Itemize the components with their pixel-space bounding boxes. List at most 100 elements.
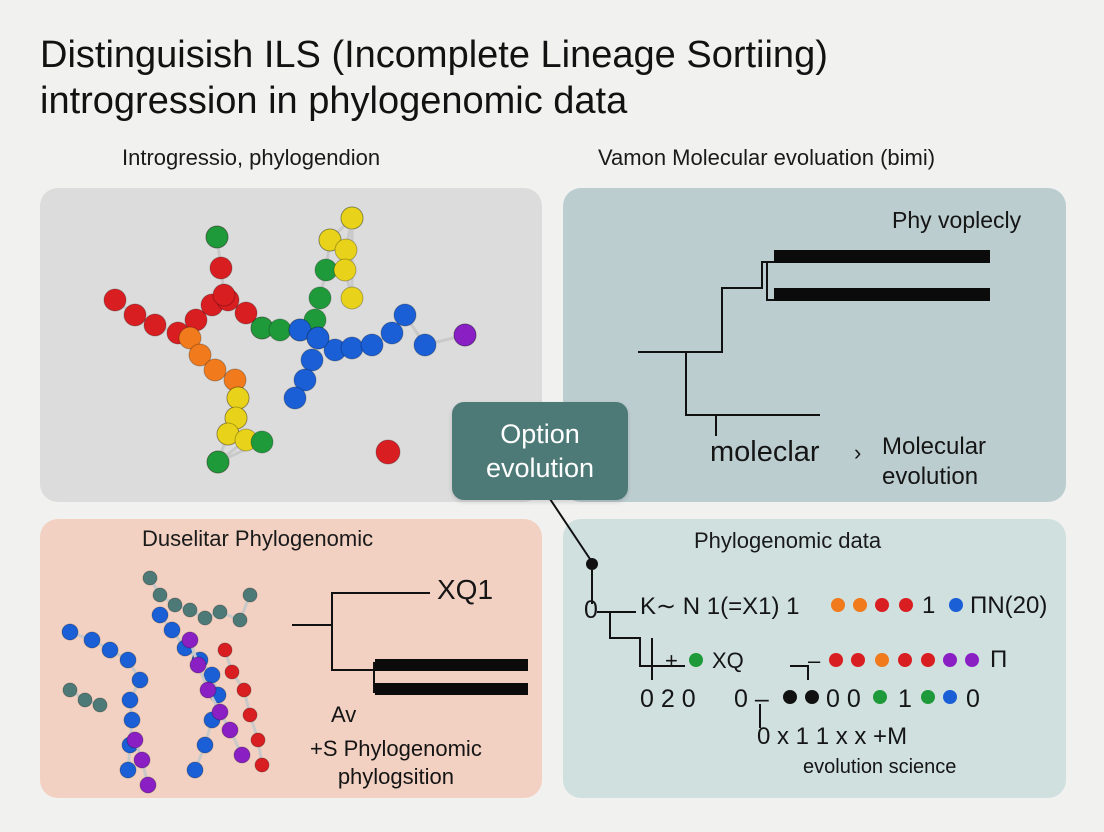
data-row-4: 0 x 1 1 x x +M — [757, 723, 908, 750]
atom — [226, 386, 250, 410]
atom — [233, 746, 251, 764]
caption-line-2: phylogsition — [337, 764, 454, 789]
atom — [139, 776, 157, 794]
atom — [188, 343, 212, 367]
atom — [205, 225, 229, 249]
data-dot — [899, 598, 913, 612]
atom — [340, 286, 364, 310]
option-evolution-box: Option evolution — [452, 402, 628, 500]
atom — [453, 323, 477, 347]
branch-bar-1 — [774, 250, 990, 263]
heading-phylogenomic-data: Phylogenomic data — [694, 528, 882, 553]
atom — [340, 336, 364, 360]
data-dot — [943, 653, 957, 667]
phylogenomic-caption: +S Phylogenomic phylogsition — [310, 735, 482, 791]
atom — [413, 333, 437, 357]
heading-introgression: Introgressio, phylogendion — [122, 145, 381, 170]
atom — [61, 623, 79, 641]
heading-duselitar: Duselitar Phylogenomic — [142, 526, 374, 551]
atom — [242, 707, 258, 723]
molecule-model — [103, 206, 477, 474]
title-line-1: Distinguisish ILS (Incomplete Lineage So… — [40, 34, 828, 76]
data-row-3-mid: 0 – — [734, 685, 769, 713]
data-dot — [875, 598, 889, 612]
atom — [211, 703, 229, 721]
data-row-2-xq: XQ — [712, 648, 744, 673]
atom — [268, 318, 292, 342]
atom — [293, 368, 317, 392]
data-row-1: K∼ N 1(=X1) 1 — [640, 593, 800, 620]
atom — [334, 238, 358, 262]
atom — [199, 681, 217, 699]
atom — [206, 450, 230, 474]
molecule-model-2 — [61, 570, 270, 794]
data-row-3-zero: 0 — [966, 685, 980, 713]
atom — [308, 286, 332, 310]
atom — [224, 664, 240, 680]
atom — [250, 430, 274, 454]
data-row-2-minus: – — [808, 648, 821, 673]
data-dots — [689, 598, 979, 704]
atom — [181, 631, 199, 649]
atom — [375, 439, 401, 465]
atom — [131, 671, 149, 689]
evolution-science-caption: evolution science — [803, 756, 957, 778]
atom — [196, 736, 214, 754]
title-line-2: introgression in phylogenomic data — [40, 80, 628, 122]
atom — [360, 333, 384, 357]
atom — [152, 587, 168, 603]
branch-bar-2 — [774, 288, 990, 301]
option-line-2: evolution — [485, 453, 595, 483]
atom — [209, 256, 233, 280]
caption-line-1: +S Phylogenomic — [310, 736, 482, 761]
atom — [306, 326, 330, 350]
atom — [178, 326, 202, 350]
panel-phylogenomic-data — [563, 519, 1066, 798]
atom — [203, 358, 227, 382]
molecular-tree — [638, 261, 820, 416]
atom — [92, 697, 108, 713]
result-line-1: Molecular — [882, 433, 987, 460]
atom — [254, 757, 270, 773]
atom — [340, 206, 364, 230]
atom — [212, 283, 236, 307]
atom — [143, 313, 167, 337]
atom — [103, 288, 127, 312]
atom — [333, 258, 357, 282]
data-dot — [851, 653, 865, 667]
atom — [242, 587, 258, 603]
tree-label: Phy voplecly — [892, 207, 1022, 233]
atom — [62, 682, 78, 698]
atom — [163, 621, 181, 639]
atom — [380, 321, 404, 345]
atom — [283, 386, 307, 410]
data-dot — [853, 598, 867, 612]
data-row-3-left: 0 2 0 — [640, 685, 696, 713]
data-row-3-seq: 0 0 — [826, 685, 861, 713]
result-line-2: evolution — [882, 463, 979, 490]
atom — [221, 721, 239, 739]
atom — [77, 692, 93, 708]
data-row-1-mid: 1 — [922, 592, 936, 619]
data-row-1-zero: 0 — [584, 596, 598, 624]
atom — [300, 348, 324, 372]
heading-molecular-evolution: Vamon Molecular evoluation (bimi) — [598, 145, 936, 170]
data-dot — [965, 653, 979, 667]
atom — [151, 606, 169, 624]
atom — [123, 303, 147, 327]
atom — [121, 691, 139, 709]
node-label-av: Av — [331, 702, 357, 727]
atom — [119, 761, 137, 779]
data-dot — [898, 653, 912, 667]
atom — [234, 301, 258, 325]
tip-label-xq1: XQ1 — [437, 574, 494, 605]
data-dot — [921, 653, 935, 667]
atom — [126, 731, 144, 749]
atom — [236, 682, 252, 698]
data-dot — [949, 598, 963, 612]
branch-bar-4 — [375, 683, 528, 695]
atom — [212, 604, 228, 620]
tip-label-moleclar: moleclar — [710, 436, 820, 468]
data-dot — [921, 690, 935, 704]
